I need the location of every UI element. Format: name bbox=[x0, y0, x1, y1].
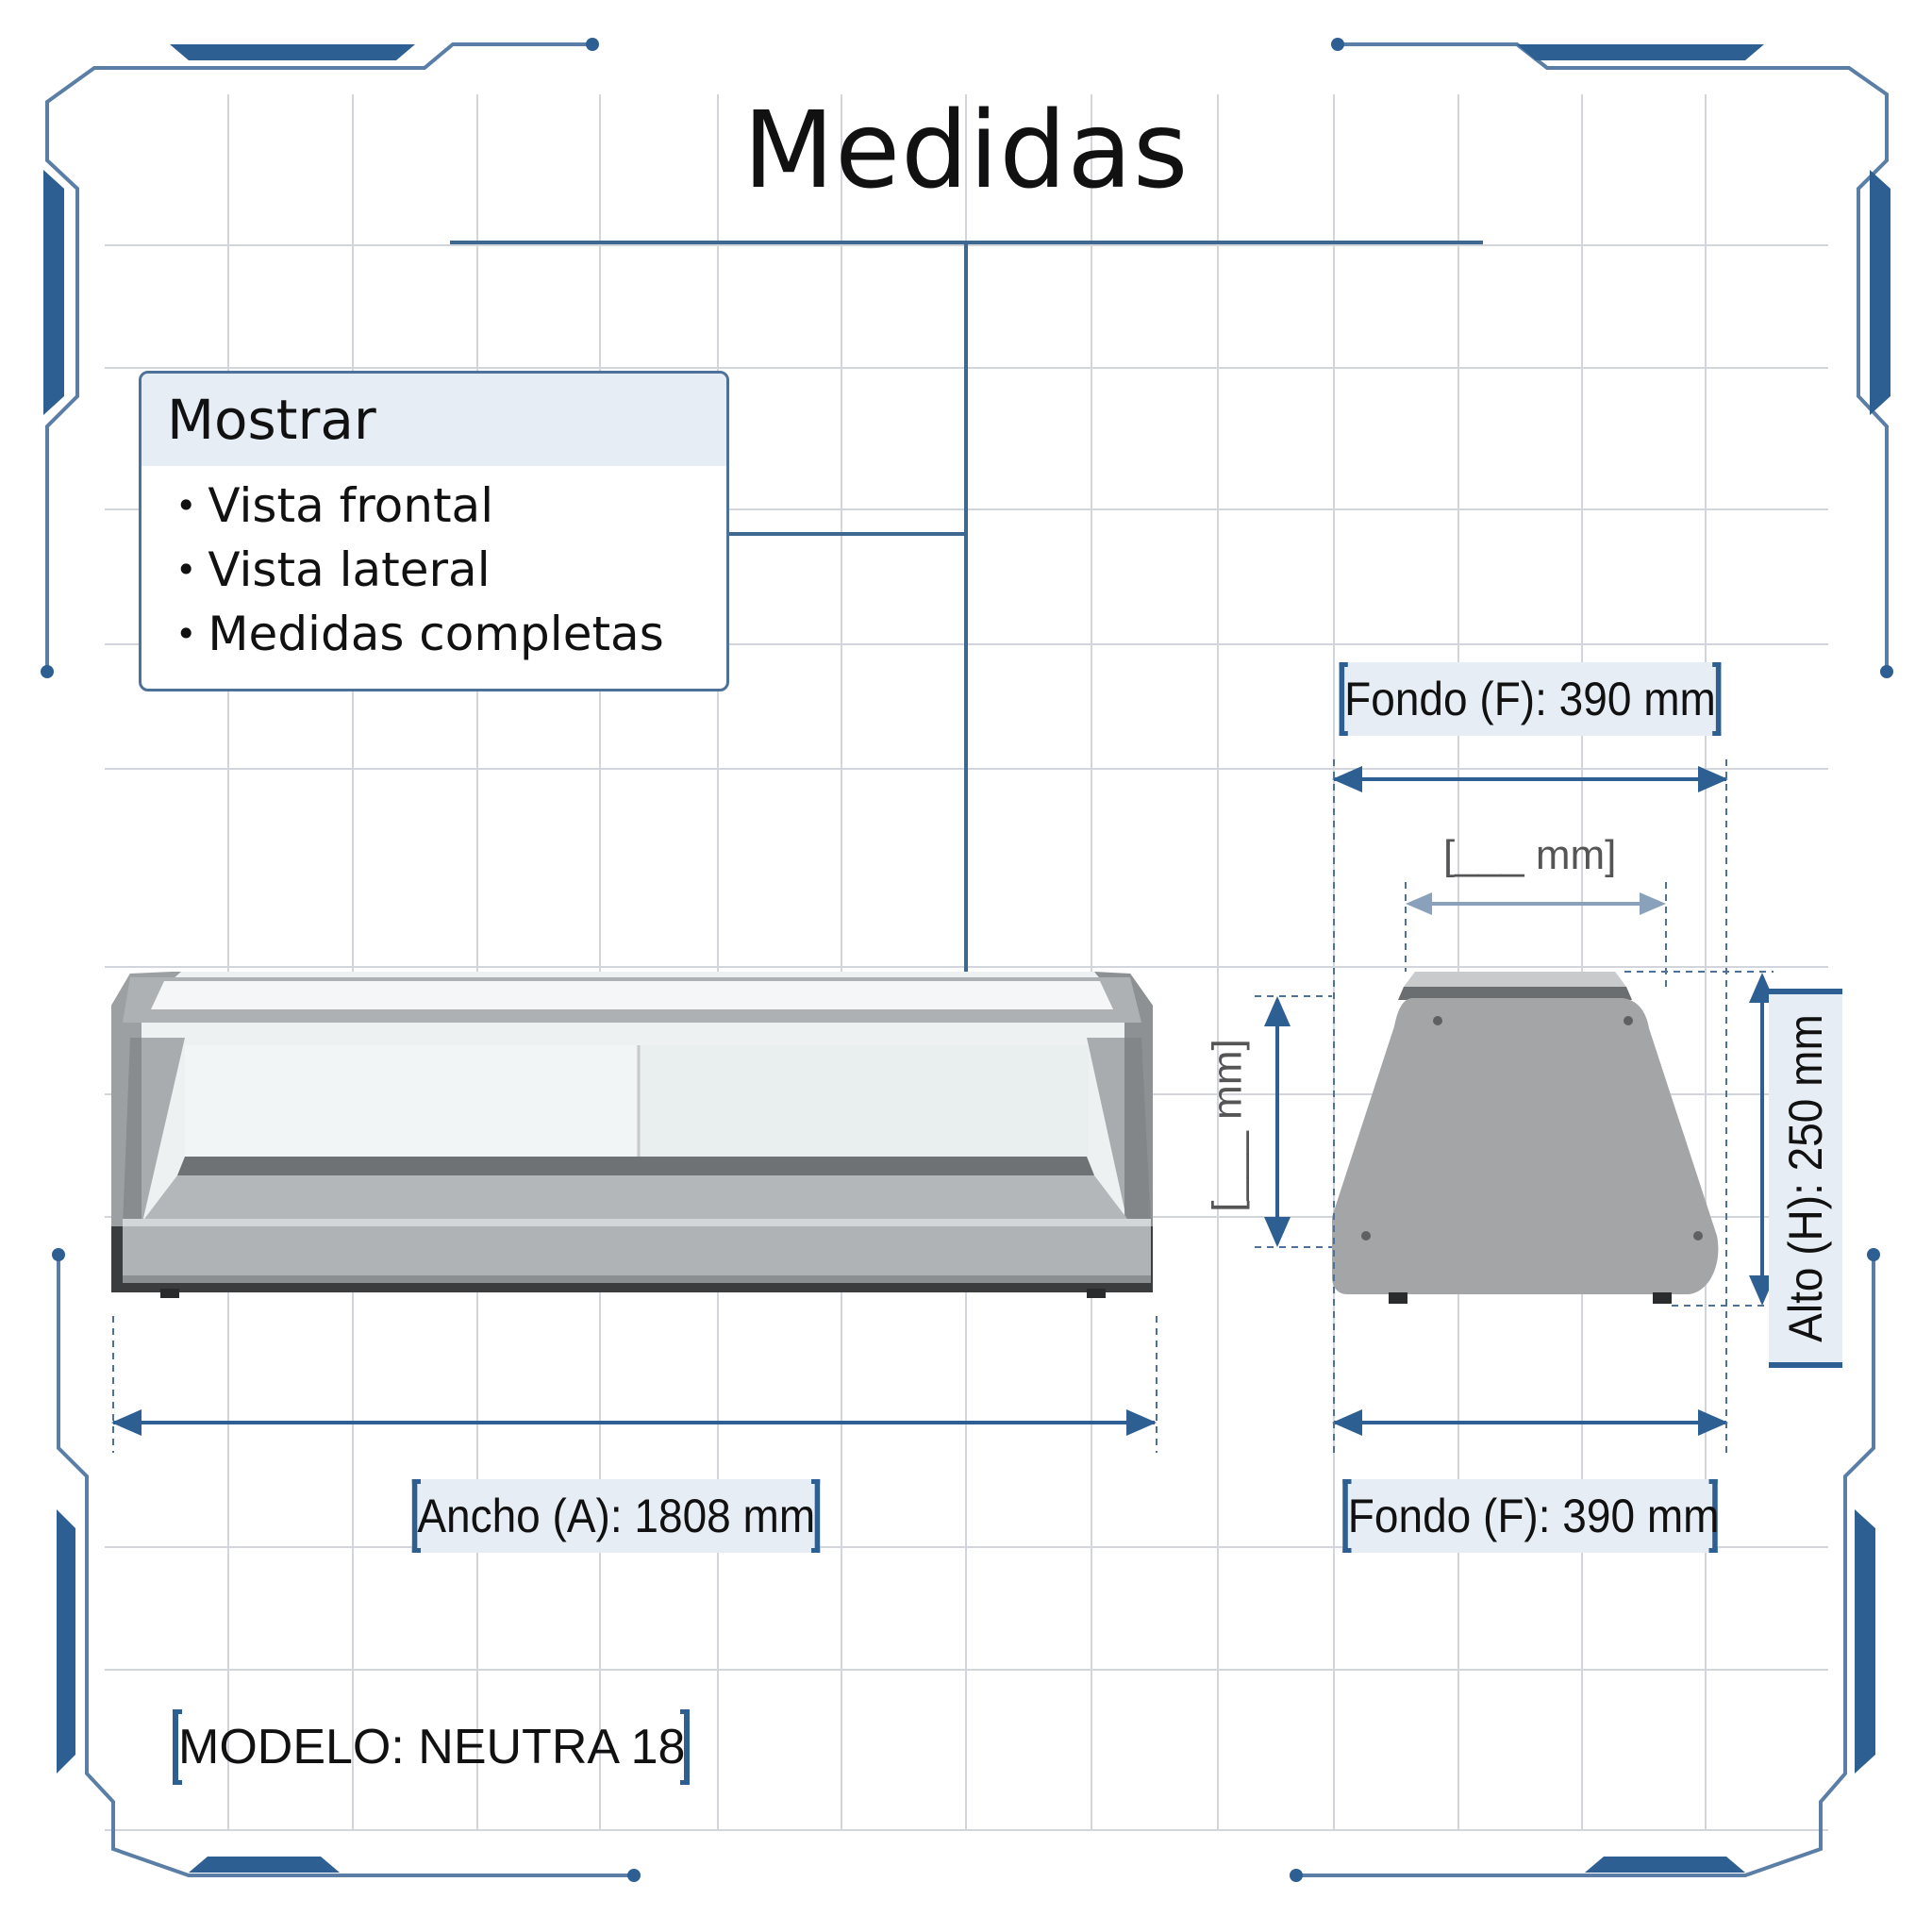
top-blank-dimension: [___ mm] bbox=[1443, 832, 1617, 878]
extension-lines bbox=[112, 759, 1774, 1453]
page-title: Medidas bbox=[742, 90, 1190, 212]
frame-accents bbox=[43, 44, 1890, 1873]
show-option-item: Vista frontal bbox=[175, 474, 726, 538]
side-view-display-case bbox=[1332, 972, 1719, 1304]
top-blank-dimension-line bbox=[1406, 892, 1666, 915]
show-options-heading: Mostrar bbox=[142, 374, 726, 466]
side-blank-dimension: [___ mm] bbox=[1204, 1039, 1251, 1212]
fondo-top-label: Fondo (F): 390 mm bbox=[1339, 662, 1722, 736]
show-options-list: Vista frontal Vista lateral Medidas comp… bbox=[142, 474, 726, 666]
alto-label: Alto (H): 250 mm bbox=[1779, 1014, 1832, 1342]
dimension-arrowheads bbox=[111, 766, 1775, 1436]
front-view-display-case bbox=[111, 972, 1153, 1298]
model-label: MODELO: NEUTRA 18 bbox=[173, 1709, 690, 1785]
dimension-lines bbox=[113, 777, 1764, 1424]
alto-label-box: Alto (H): 250 mm bbox=[1769, 989, 1842, 1368]
show-option-item: Vista lateral bbox=[175, 538, 726, 602]
show-options-box: Mostrar Vista frontal Vista lateral Medi… bbox=[139, 371, 729, 691]
fondo-bottom-label: Fondo (F): 390 mm bbox=[1342, 1479, 1719, 1553]
frame-dots bbox=[41, 38, 1893, 1882]
show-option-item: Medidas completas bbox=[175, 602, 726, 666]
ancho-label: Ancho (A): 1808 mm bbox=[411, 1479, 821, 1553]
title-connector bbox=[450, 241, 1483, 974]
